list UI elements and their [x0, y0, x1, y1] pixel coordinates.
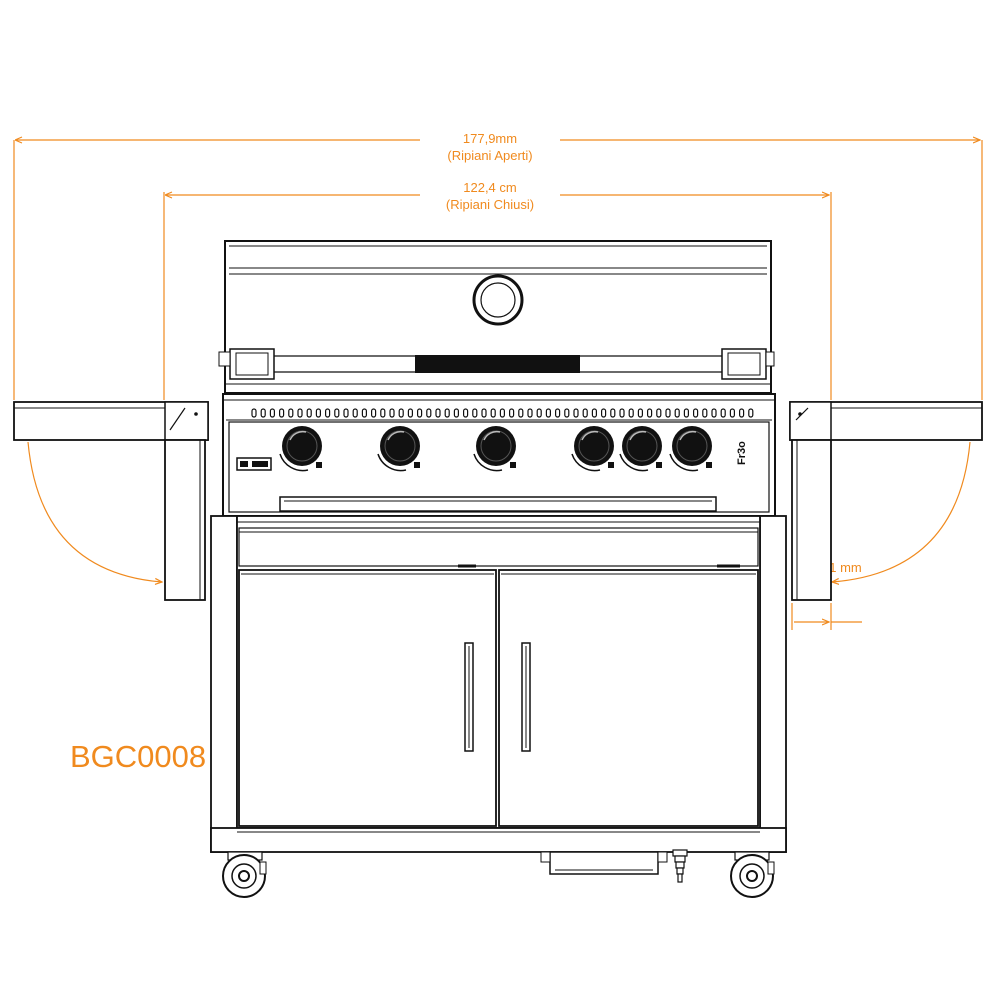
grill-lid: [218, 240, 775, 394]
burner-knob[interactable]: [571, 426, 614, 472]
vent-slot: [380, 408, 386, 418]
vent-slot: [554, 408, 561, 418]
burner-knobs: [279, 426, 712, 472]
brand-logo: Fr3o: [736, 441, 748, 465]
vent-slot: [628, 408, 634, 418]
vent-slot: [343, 408, 349, 418]
shelf-depth-dimension: 71 mm: [791, 560, 862, 630]
vent-slot: [711, 408, 717, 418]
gas-connector: [672, 849, 688, 883]
vent-slot: [619, 408, 625, 418]
vent-slot: [472, 408, 478, 418]
vent-slot: [729, 408, 736, 418]
lid-handle[interactable]: [218, 348, 775, 380]
vent-slot: [288, 408, 294, 418]
vent-slot: [646, 408, 653, 418]
vent-slot: [398, 408, 404, 418]
vent-slot: [371, 408, 377, 418]
vent-slot: [417, 408, 423, 418]
vent-slot: [435, 408, 441, 418]
vent-slot: [334, 408, 340, 418]
vent-slot: [591, 408, 598, 418]
vent-slot: [527, 408, 533, 418]
vent-slot: [656, 408, 662, 418]
vent-slot: [738, 408, 745, 418]
closed-width-note: (Ripiani Chiusi): [446, 197, 534, 212]
shelf-swing-arcs: [27, 441, 971, 582]
open-width-note: (Ripiani Aperti): [447, 148, 532, 163]
burner-knob[interactable]: [377, 426, 420, 472]
vent-slot: [260, 408, 266, 418]
vent-slot: [499, 408, 505, 418]
right-caster-wheel: [730, 851, 775, 898]
vent-slot: [361, 408, 367, 418]
product-code: BGC0008: [70, 739, 206, 774]
left-side-shelf: [13, 401, 209, 601]
vent-slot: [352, 408, 358, 418]
vent-slot: [269, 408, 275, 418]
vent-slot: [674, 408, 680, 418]
vent-slot: [610, 408, 616, 418]
vent-slot: [573, 408, 579, 418]
vent-slot: [453, 408, 459, 418]
vent-slot: [637, 408, 644, 418]
grill-cart: [210, 515, 787, 883]
left-cabinet-door[interactable]: [238, 569, 497, 827]
vent-slot: [518, 408, 524, 418]
vent-slot: [297, 408, 303, 418]
vent-slot: [582, 408, 588, 418]
right-cabinet-door[interactable]: [498, 569, 759, 827]
vent-slot: [509, 408, 515, 418]
vent-slot: [536, 408, 542, 418]
vent-slot: [426, 408, 432, 418]
burner-knob[interactable]: [619, 426, 662, 472]
vent-slot: [279, 408, 285, 418]
gas-bottle-bracket: [549, 851, 659, 875]
vent-slot: [683, 408, 690, 418]
vent-slot: [545, 408, 552, 418]
burner-knob[interactable]: [279, 426, 322, 472]
vent-slot: [444, 408, 450, 418]
vent-slot: [720, 408, 726, 418]
shelf-depth-value: 71 mm: [822, 560, 862, 575]
open-width-dimension: 177,9mm (Ripiani Aperti): [13, 131, 983, 400]
vent-slot: [325, 408, 331, 418]
closed-width-value: 122,4 cm: [463, 180, 516, 195]
vent-slot: [748, 408, 754, 418]
vent-slot: [665, 408, 671, 418]
burner-knob[interactable]: [669, 426, 712, 472]
open-width-value: 177,9mm: [463, 131, 517, 146]
left-caster-wheel: [222, 851, 267, 898]
vent-slot: [389, 408, 395, 418]
vent-slot: [315, 408, 321, 418]
vent-slots: [251, 408, 754, 418]
vent-slot: [481, 408, 487, 418]
vent-slot: [702, 408, 708, 418]
burner-knob[interactable]: [473, 426, 516, 472]
vent-slot: [251, 408, 257, 418]
vent-slot: [692, 408, 699, 418]
closed-width-dimension: 122,4 cm (Ripiani Chiusi): [163, 180, 832, 400]
vent-slot: [306, 408, 312, 418]
vent-slot: [600, 408, 607, 418]
right-side-shelf: [789, 401, 983, 601]
vent-slot: [490, 408, 496, 418]
grease-tray[interactable]: [279, 496, 717, 512]
vent-slot: [407, 408, 413, 418]
vent-slot: [463, 408, 469, 418]
vent-slot: [564, 408, 570, 418]
